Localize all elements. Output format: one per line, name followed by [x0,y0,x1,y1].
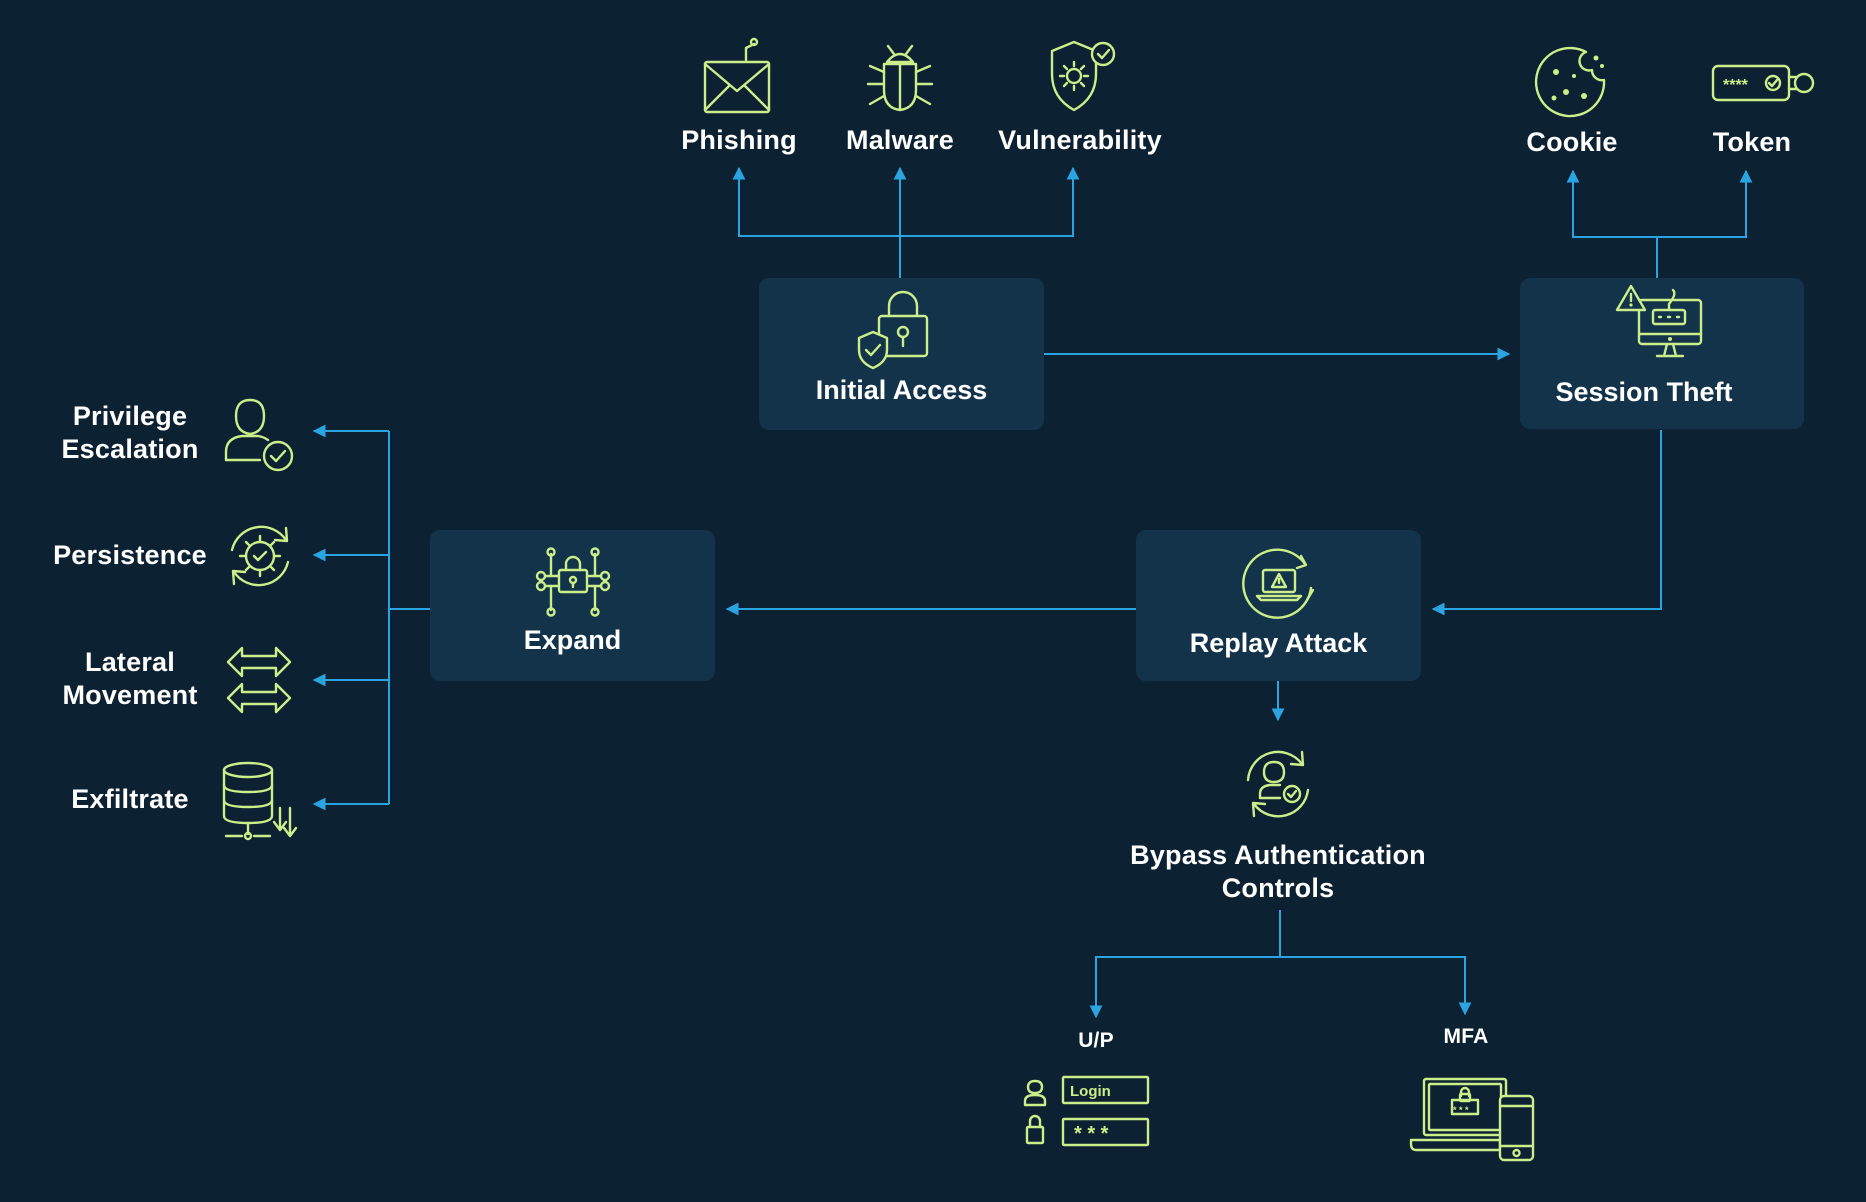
action-label-persistence: Persistence [53,540,207,570]
connector-initial-to-vulnerability [900,166,1080,237]
user-check-icon [224,396,296,472]
method-label-mfa: MFA [1443,1025,1489,1048]
connector-session-to-replay [1431,430,1662,616]
connector-session-to-token [1657,169,1753,238]
artifact-label-cookie: Cookie [1526,127,1618,157]
token-mask: **** [1723,77,1749,94]
vector-label-malware: Malware [846,125,954,155]
laptop-phone-icon: * * * [1408,1076,1536,1164]
method-label-up: U/P [1078,1029,1114,1052]
action-label-exfiltrate: Exfiltrate [71,784,189,814]
database-download-icon [222,760,298,842]
connector-session-to-cookie [1566,169,1658,278]
gear-cycle-icon [224,518,296,594]
bug-icon [864,38,936,114]
password-field-text: * * * [1074,1123,1109,1145]
connector-bypass-to-methods [1095,910,1466,1017]
laptop-replay-icon [1241,548,1317,620]
replay-attack-node: Replay Attack [1136,530,1421,681]
replay-attack-label: Replay Attack [1189,628,1368,658]
connector-initial-to-phishing [732,166,901,278]
lock-shield-icon [857,286,931,370]
mfa-field-text: * * * [1453,1105,1469,1115]
shield-gear-icon [1044,38,1118,114]
login-field-text: Login [1070,1083,1111,1100]
arrows-lateral-icon [226,644,294,716]
expand-label: Expand [523,625,622,655]
token-key-icon: **** [1711,62,1815,104]
artifact-label-token: Token [1712,127,1792,157]
user-cycle-icon [1240,744,1316,824]
action-label-lateral-movement: Lateral Movement [62,647,198,710]
circuit-lock-icon [531,547,615,617]
monitor-warning-icon [1615,284,1707,364]
session-theft-label: Session Theft [1555,377,1733,407]
envelope-icon [702,36,774,116]
bypass-label: Bypass Authentication Controls [1130,840,1426,903]
session-theft-node: Session Theft [1520,278,1804,429]
vector-label-vulnerability: Vulnerability [998,125,1162,155]
expand-node: Expand [430,530,715,681]
login-form-icon: Login * * * [1022,1075,1152,1149]
connector-expand-trunk [388,431,430,804]
vector-label-phishing: Phishing [681,125,797,155]
initial-access-label: Initial Access [815,375,988,405]
cookie-icon [1534,44,1610,120]
action-label-privilege-escalation: Privilege Escalation [61,401,199,464]
initial-access-node: Initial Access [759,278,1044,430]
